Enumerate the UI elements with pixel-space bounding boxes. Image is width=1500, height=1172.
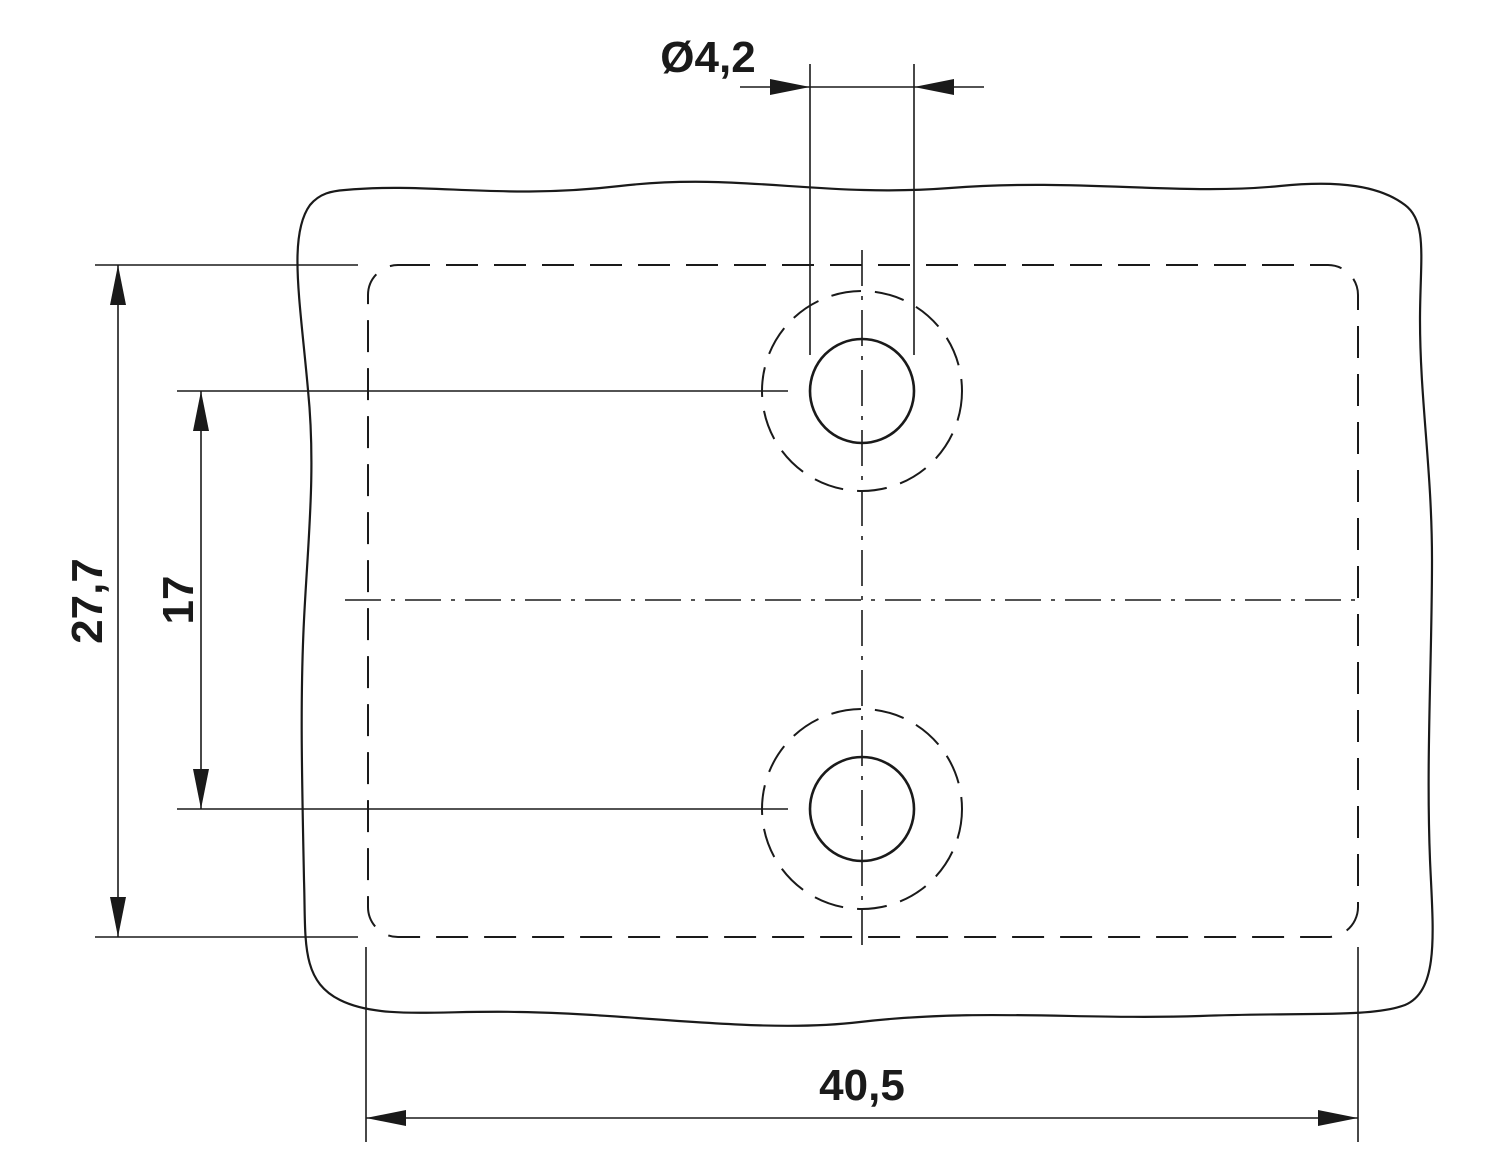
hole-spacing-dimension: 17: [154, 390, 788, 810]
overall-height-dimension: 27,7: [63, 264, 358, 938]
hole-diameter-label: Ø4,2: [660, 33, 755, 82]
hole-spacing-label: 17: [154, 576, 203, 625]
overall-width-dimension: 40,5: [365, 947, 1359, 1142]
cutout-outline: [367, 264, 1359, 938]
panel-outline: [296, 180, 1434, 1027]
overall-width-label: 40,5: [819, 1061, 905, 1110]
diameter-dimension: Ø4,2: [660, 33, 984, 355]
overall-height-label: 27,7: [63, 558, 112, 644]
upper-hole: [808, 337, 916, 445]
lower-hole: [808, 755, 916, 863]
